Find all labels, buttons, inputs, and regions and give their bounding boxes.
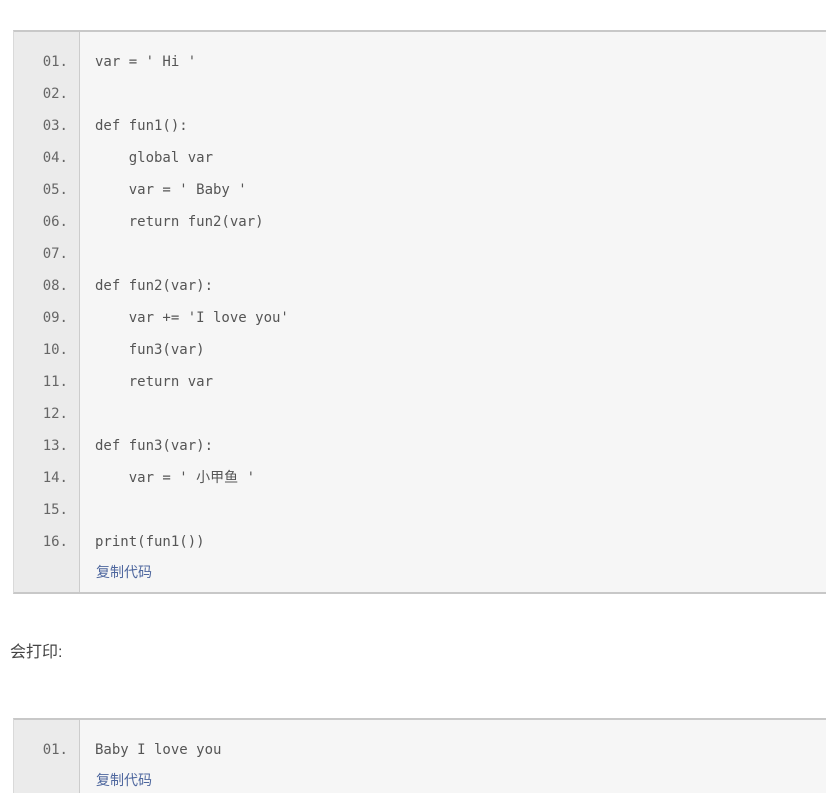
code-line: 09. var += 'I love you' [14,302,826,334]
code-text: return fun2(var) [95,214,264,230]
code-line: 10. fun3(var) [14,334,826,366]
code-line: 01. Baby I love you [14,734,826,766]
copy-code-row: 复制代码 [80,558,826,587]
line-number: 12. [42,406,68,422]
code-line: 05. var = ' Baby ' [14,174,826,206]
code-text: def fun1(): [95,118,188,134]
code-block-output: 01. Baby I love you 复制代码 [13,718,826,793]
line-number: 04. [42,150,68,166]
line-number: 13. [42,438,68,454]
code-line: 08. def fun2(var): [14,270,826,302]
code-text: var = ' Baby ' [95,182,247,198]
code-line: 04. global var [14,142,826,174]
code-text [79,494,95,526]
body-text: 会打印: [10,644,63,661]
code-line: 03. def fun1(): [14,110,826,142]
line-number: 03. [42,118,68,134]
line-number: 02. [42,86,68,102]
line-number: 05. [42,182,68,198]
code-line: 06. return fun2(var) [14,206,826,238]
code-line: 01. var = ' Hi ' [14,46,826,78]
code-line: 12. [14,398,826,430]
code-text [79,238,95,270]
code-text: var = ' 小甲鱼 ' [95,470,256,486]
copy-code-link[interactable]: 复制代码 [96,772,152,788]
code-line: 07. [14,238,826,270]
code-lines: 01. var = ' Hi ' 02. 03. def fun1(): 04.… [14,46,826,558]
copy-code-row: 复制代码 [80,766,826,793]
code-line: 02. [14,78,826,110]
code-line: 16. print(fun1()) [14,526,826,558]
code-text: global var [95,150,214,166]
code-text [79,398,95,430]
code-line: 11. return var [14,366,826,398]
code-text: def fun3(var): [95,438,214,454]
line-number: 01. [42,742,68,758]
line-number: 16. [42,534,68,550]
line-number: 10. [42,342,68,358]
code-lines: 01. Baby I love you [14,734,826,766]
code-block-source: 01. var = ' Hi ' 02. 03. def fun1(): 04.… [13,30,826,594]
line-number: 08. [42,278,68,294]
code-text: var = ' Hi ' [95,54,197,70]
code-text: def fun2(var): [95,278,214,294]
code-line: 14. var = ' 小甲鱼 ' [14,462,826,494]
line-number: 09. [42,310,68,326]
copy-code-link[interactable]: 复制代码 [96,564,152,580]
line-number: 14. [42,470,68,486]
code-line: 13. def fun3(var): [14,430,826,462]
line-number: 11. [42,374,68,390]
code-text: var += 'I love you' [95,310,289,326]
code-line: 15. [14,494,826,526]
code-text: print(fun1()) [95,534,205,550]
line-number: 01. [42,54,68,70]
code-text [79,78,95,110]
line-number: 07. [42,246,68,262]
code-text: Baby I love you [95,742,222,758]
line-number: 15. [42,502,68,518]
code-text: fun3(var) [95,342,205,358]
line-number: 06. [42,214,68,230]
code-text: return var [95,374,214,390]
